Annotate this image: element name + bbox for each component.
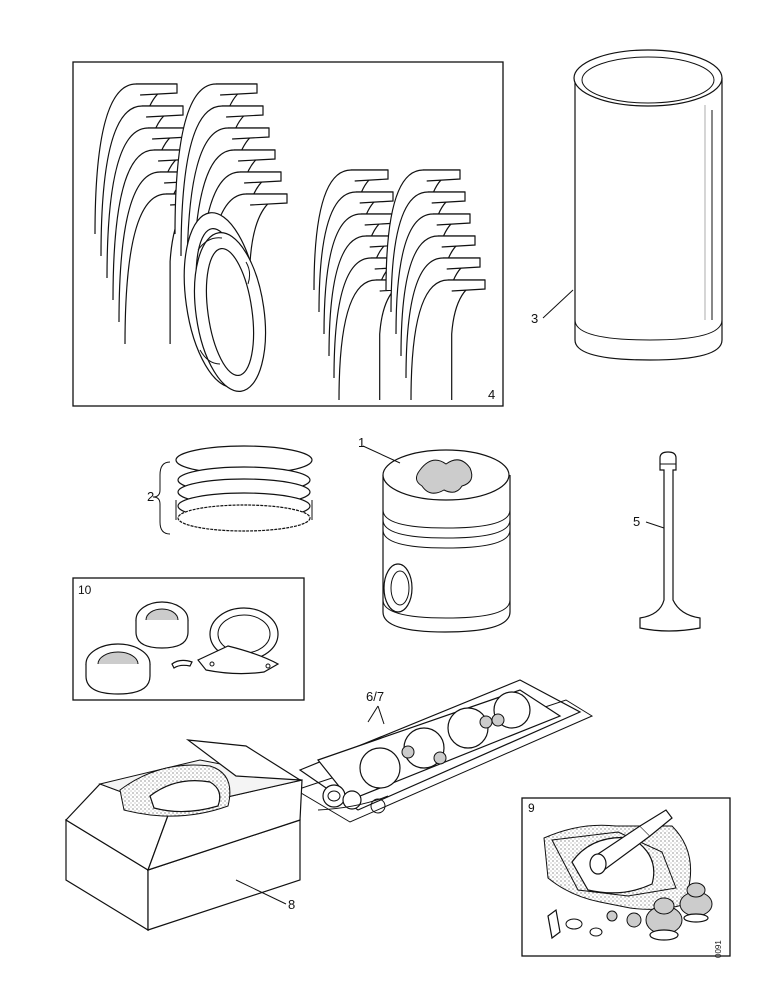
piston <box>362 445 511 633</box>
bearing-shells-group <box>72 61 504 407</box>
seal-ring-small <box>135 601 189 649</box>
callout-gasket-set: 6/7 <box>366 689 385 704</box>
bearing-shell-lip <box>222 105 264 118</box>
drawing-code: 0091 <box>714 940 723 958</box>
callout-pump-kit: 9 <box>528 801 535 815</box>
bearing-shell-lip <box>443 257 481 270</box>
callout-gasket-kit-box: 8 <box>288 897 296 912</box>
engine-valve <box>639 451 701 632</box>
pump-kit-group <box>521 797 731 957</box>
callout-bearing-shells: 4 <box>488 387 496 402</box>
seals-box-frame <box>72 577 305 701</box>
bearing-shell-lip <box>136 83 178 96</box>
callout-seals-kit: 10 <box>78 583 92 597</box>
rubber-boots <box>547 882 713 941</box>
bearing-shell-lip <box>216 83 258 96</box>
callout-piston: 1 <box>358 435 366 450</box>
callout-cylinder-liner: 3 <box>531 311 539 326</box>
bearing-shell-lip <box>246 193 288 206</box>
bearing-shell-lip <box>448 279 486 292</box>
bearing-shell-lip <box>351 169 389 182</box>
bearing-shell-lip <box>356 191 394 204</box>
bearing-shell-lip <box>423 169 461 182</box>
callout-piston-rings: 2 <box>147 489 155 504</box>
pump-kit-box-frame <box>521 797 731 957</box>
bearing-shell <box>338 279 414 401</box>
seals-kit-group <box>72 577 305 701</box>
bearing-shell-lip <box>428 191 466 204</box>
thrust-washers <box>183 212 267 392</box>
callout-valve: 5 <box>633 514 641 529</box>
bearing-shell-lip <box>240 171 282 184</box>
pump-shaft <box>589 809 673 875</box>
cylinder-liner <box>542 49 723 361</box>
bearing-shell-lip <box>438 235 476 248</box>
piston-rings <box>152 445 313 535</box>
flanged-gasket-ring <box>171 607 280 675</box>
bearing-shell-lip <box>433 213 471 226</box>
seal-ring-large <box>85 643 151 695</box>
main-bearing-shells <box>94 83 288 345</box>
bearing-shell-lip <box>142 105 184 118</box>
conrod-bearing-shells <box>313 169 486 401</box>
bearings-box-frame <box>72 61 504 407</box>
bearing-shell-lip <box>228 127 270 140</box>
bearing-shell <box>410 279 486 401</box>
gasket-kit-box <box>65 739 303 932</box>
gasket-set <box>294 679 594 823</box>
bearing-shell-lip <box>234 149 276 162</box>
